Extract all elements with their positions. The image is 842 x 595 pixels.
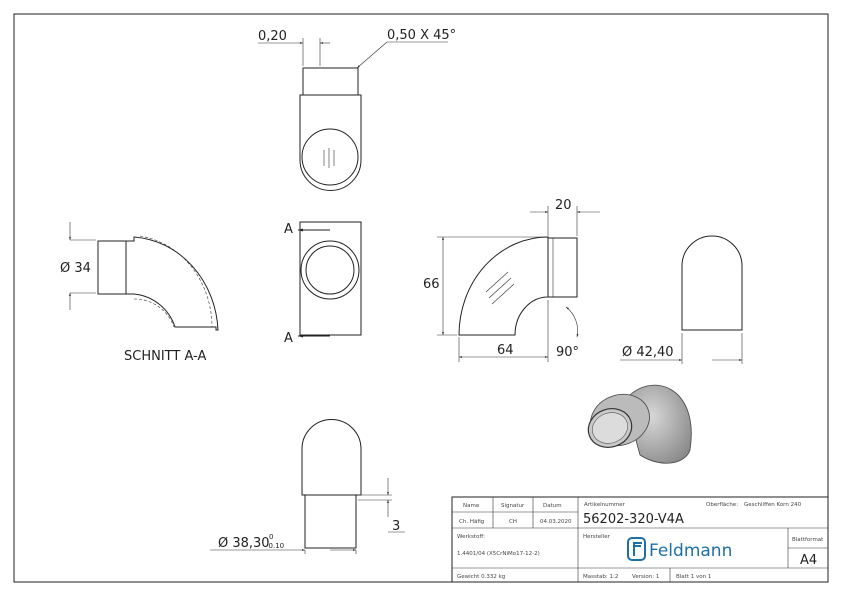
chamfer-width-dimension: 0,20 [258, 29, 287, 44]
surface-value: Geschliffen Korn 240 [744, 502, 802, 508]
material-label: Werkstoff: [457, 534, 485, 540]
right-view: Ø 42,40 [620, 235, 743, 364]
drafter-name: Ch. Häfig [459, 519, 484, 525]
drafter-signature: CH [509, 519, 517, 525]
version: Version: 1 [632, 574, 659, 580]
inner-diameter-dimension: Ø 34 [60, 261, 91, 276]
article-number: 56202-320-V4A [583, 512, 684, 527]
collar-diameter-dimension: Ø 38,30 [218, 536, 270, 551]
article-label: Artikelnummer [584, 502, 626, 508]
manufacturer-label: Hersteller [583, 534, 611, 540]
feldmann-logo: Feldmann [627, 537, 732, 561]
tolerance-upper: 0 [269, 533, 273, 541]
section-marker-top: A [284, 222, 293, 237]
angle-dimension: 90° [556, 345, 579, 360]
front-view: A A [284, 221, 362, 346]
surface-label: Oberfläche: [706, 502, 738, 508]
weight: Gewicht 0.332 kg [457, 574, 505, 580]
section-marker-bottom: A [284, 331, 293, 346]
format-value: A4 [800, 553, 817, 568]
drawing-frame [13, 13, 829, 583]
tolerance-lower: -0.10 [266, 542, 284, 550]
name-label: Name [463, 503, 480, 509]
format-label: Blattformat [792, 537, 824, 543]
section-label: SCHNITT A-A [124, 349, 206, 364]
side-view: 20 66 64 90° [423, 198, 600, 362]
collar-length-dimension: 20 [555, 198, 572, 213]
chamfer-dimension: 0,50 X 45° [387, 28, 456, 43]
height-dimension: 66 [423, 277, 440, 292]
title-block: Name Signatur Datum Ch. Häfig CH 04.03.2… [451, 496, 829, 583]
drawing-date: 04.03.2020 [540, 519, 572, 525]
material-value: 1.4401/04 (X5CrNiMo17-12-2) [457, 551, 540, 557]
date-label: Datum [543, 503, 562, 509]
sheet: Blatt 1 von 1 [676, 574, 711, 580]
isometric-render [587, 384, 692, 464]
bottom-view: 3 Ø 38,30 0 -0.10 [210, 419, 405, 554]
length-dimension: 64 [497, 343, 514, 358]
step-dimension: 3 [392, 519, 400, 534]
section-view: Ø 34 SCHNITT A-A [60, 222, 219, 364]
signature-label: Signatur [501, 503, 525, 509]
logo-text: Feldmann [649, 541, 732, 561]
outer-diameter-dimension: Ø 42,40 [622, 345, 674, 360]
top-view: 0,20 0,50 X 45° [258, 28, 456, 191]
scale: Masstab: 1:2 [583, 574, 618, 580]
